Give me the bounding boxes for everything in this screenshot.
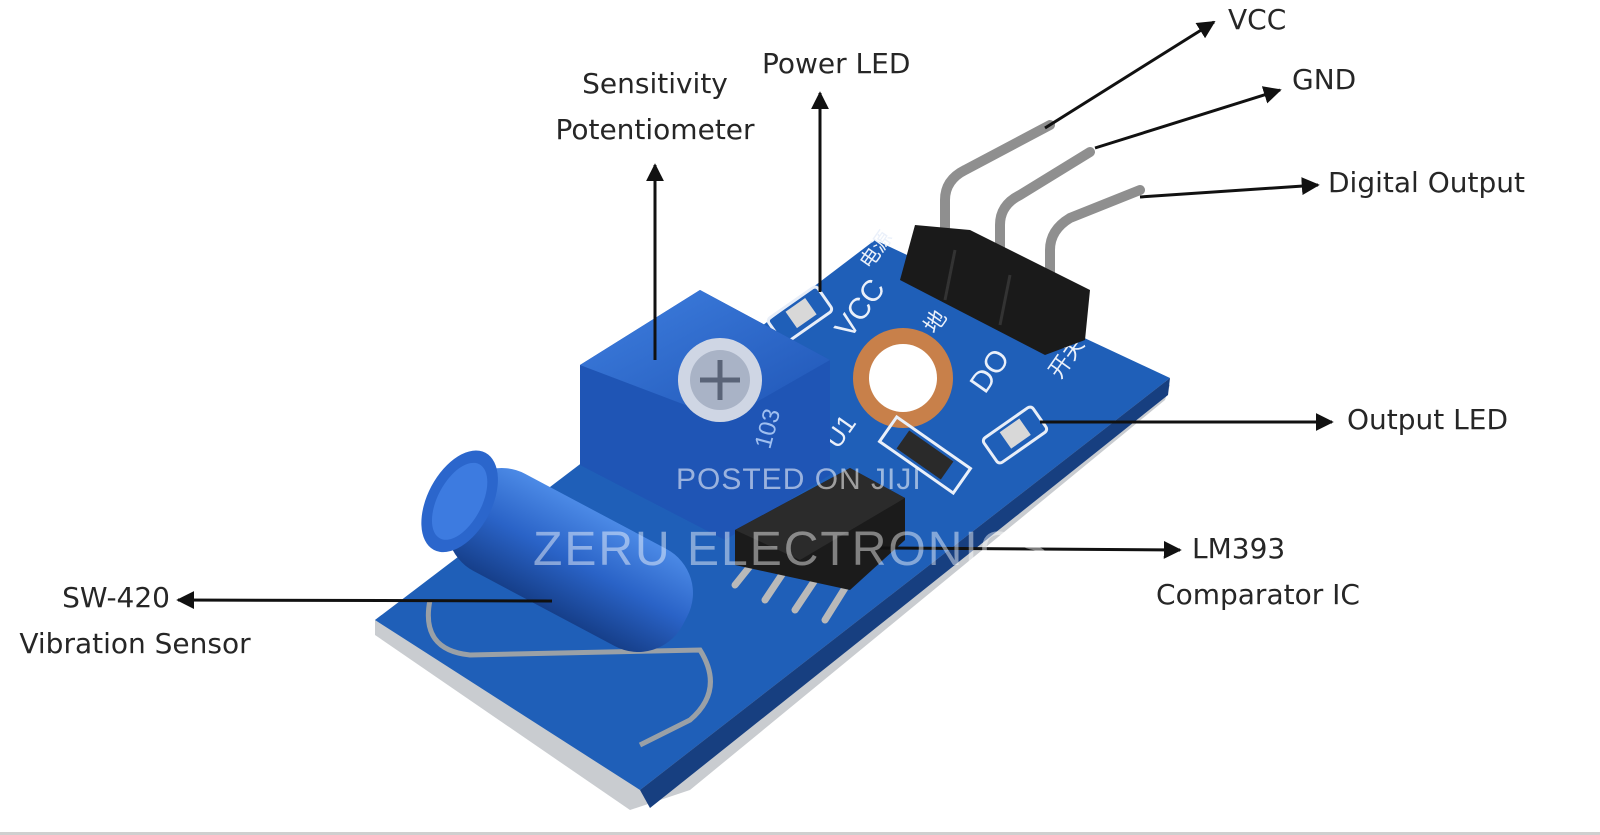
mounting-hole <box>853 328 953 428</box>
label-lm393-line1: LM393 <box>1192 532 1286 565</box>
label-sensitivity: Sensitivity Potentiometer <box>530 67 780 147</box>
arrow-vcc <box>1044 20 1216 130</box>
pcb-shadow <box>640 378 1170 808</box>
label-sw420-line2: Vibration Sensor <box>19 627 251 661</box>
header-housing <box>900 225 1090 355</box>
arrow-lm393 <box>879 540 1182 559</box>
smd-resistor <box>877 414 973 496</box>
label-gnd: GND <box>1292 63 1357 96</box>
arrow-digital-output <box>1139 177 1320 199</box>
label-sensitivity-line2: Potentiometer <box>555 113 755 147</box>
arrow-gnd <box>1094 86 1282 150</box>
sw420-sensor <box>421 450 713 748</box>
label-output-led: Output LED <box>1347 403 1509 436</box>
pin-do <box>1045 185 1145 295</box>
lm393-ic <box>731 468 905 624</box>
sensitivity-potentiometer: 103 <box>580 290 830 540</box>
sensor-wire <box>425 599 713 748</box>
label-sensitivity-line1: Sensitivity <box>582 67 728 100</box>
label-sw420-line1: SW-420 <box>62 581 170 614</box>
leader-arrows <box>176 20 1334 610</box>
label-lm393: LM393 Comparator IC <box>1128 532 1388 612</box>
bottom-divider <box>0 832 1600 835</box>
label-digital-output: Digital Output <box>1328 166 1525 199</box>
pin-gnd <box>995 147 1095 270</box>
label-lm393-line2: Comparator IC <box>1156 578 1360 612</box>
pin-header <box>900 120 1145 355</box>
pin-vcc <box>940 120 1055 250</box>
label-power-led: Power LED <box>762 47 911 80</box>
label-sw420: SW-420 Vibration Sensor <box>4 581 266 661</box>
output-led <box>981 405 1049 465</box>
arrow-sw420 <box>176 591 553 610</box>
label-vcc: VCC <box>1228 3 1287 36</box>
